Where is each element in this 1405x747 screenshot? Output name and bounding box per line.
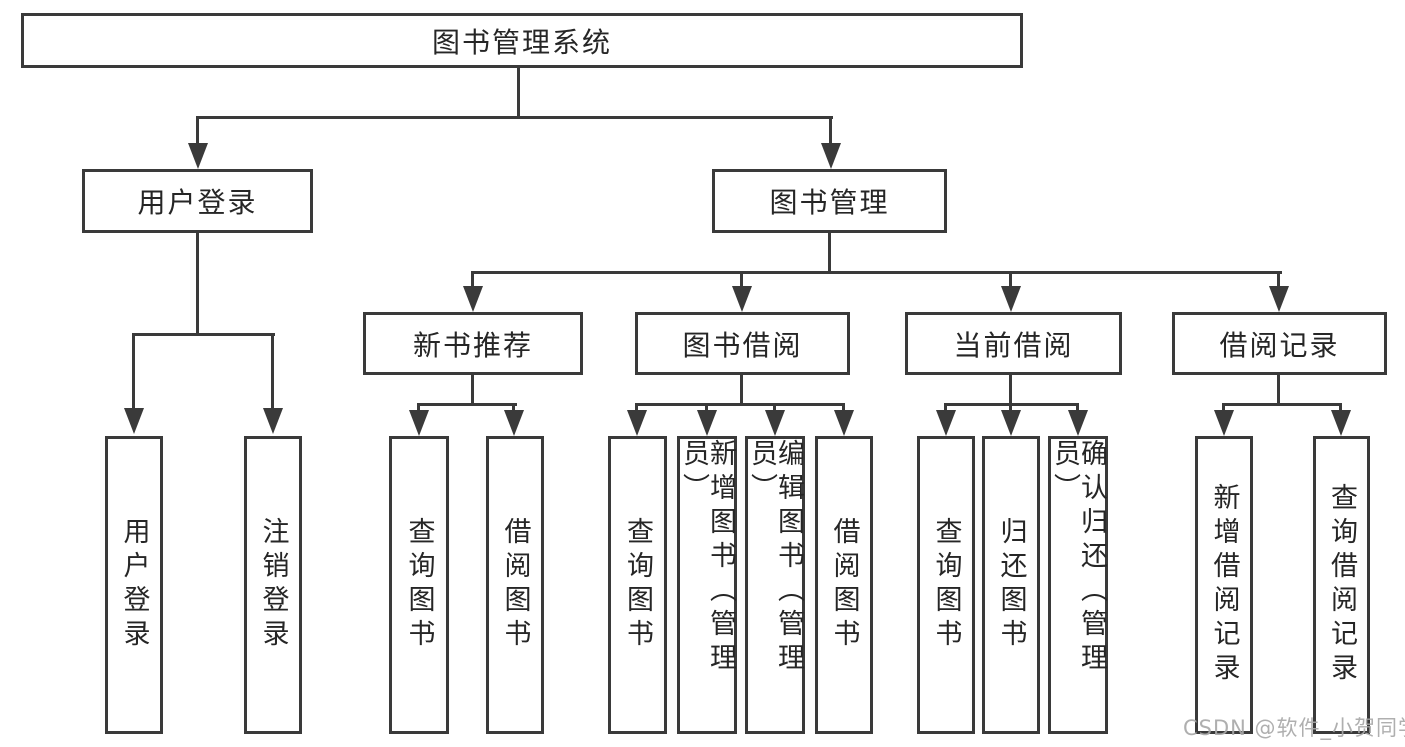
arrowhead-down-icon <box>1331 410 1351 436</box>
connector-borrow-branch-1 <box>635 406 638 412</box>
connector-root-branch-left <box>196 119 199 147</box>
arrowhead-down-icon <box>504 410 524 436</box>
connector-records-rail <box>1222 403 1342 406</box>
node-root-system: 图书管理系统 <box>21 13 1023 68</box>
connector-newbook-branch-1 <box>417 406 420 412</box>
connector-root-stem <box>517 68 520 118</box>
connector-bookmgmt-branch-4 <box>1277 274 1280 288</box>
connector-current-branch-2 <box>1009 406 1012 412</box>
connector-borrow-rail <box>635 403 845 406</box>
leaf-user-login: 用户登录 <box>105 436 163 734</box>
arrowhead-down-icon <box>463 286 483 312</box>
connector-newbook-stem <box>471 375 474 406</box>
arrowhead-down-icon <box>765 410 785 436</box>
arrowhead-down-icon <box>1001 410 1021 436</box>
connector-current-branch-3 <box>1076 406 1079 412</box>
connector-current-branch-1 <box>944 406 947 412</box>
connector-userlogin-rail <box>132 333 275 336</box>
leaf-current-confirm-return-admin: 确认归还（管理员） <box>1048 436 1108 734</box>
leaf-borrow-edit-book-admin: 编辑图书（管理员） <box>745 436 805 734</box>
leaf-borrow-query-book: 查询图书 <box>608 436 667 734</box>
arrowhead-down-icon <box>1214 410 1234 436</box>
connector-records-branch-1 <box>1222 406 1225 412</box>
connector-bookmgmt-branch-3 <box>1009 274 1012 288</box>
arrowhead-down-icon <box>188 143 208 169</box>
arrowhead-down-icon <box>124 408 144 434</box>
arrowhead-down-icon <box>821 143 841 169</box>
node-new-book-recommend: 新书推荐 <box>363 312 583 375</box>
leaf-records-add-record: 新增借阅记录 <box>1195 436 1253 734</box>
arrowhead-down-icon <box>697 410 717 436</box>
connector-newbook-rail <box>417 403 517 406</box>
arrowhead-down-icon <box>936 410 956 436</box>
leaf-current-return-book: 归还图书 <box>982 436 1040 734</box>
node-book-management: 图书管理 <box>712 169 947 233</box>
connector-borrow-branch-3 <box>773 406 776 412</box>
arrowhead-down-icon <box>732 286 752 312</box>
node-user-login: 用户登录 <box>82 169 313 233</box>
connector-current-rail <box>944 403 1079 406</box>
connector-userlogin-branch-1 <box>132 336 135 410</box>
connector-userlogin-stem <box>196 233 199 336</box>
leaf-borrow-borrow-book: 借阅图书 <box>815 436 873 734</box>
leaf-borrow-add-book-admin: 新增图书（管理员） <box>677 436 737 734</box>
connector-root-branch-right <box>829 119 832 147</box>
connector-bookmgmt-rail <box>471 271 1282 274</box>
connector-userlogin-branch-2 <box>271 336 274 410</box>
arrowhead-down-icon <box>263 408 283 434</box>
connector-records-branch-2 <box>1339 406 1342 412</box>
connector-current-stem <box>1009 375 1012 406</box>
arrowhead-down-icon <box>1001 286 1021 312</box>
connector-newbook-branch-2 <box>512 406 515 412</box>
connector-bookmgmt-stem <box>828 233 831 274</box>
arrowhead-down-icon <box>1269 286 1289 312</box>
leaf-newbook-borrow-book: 借阅图书 <box>486 436 544 734</box>
watermark: CSDN @软件_小贺同学 <box>1183 716 1405 740</box>
connector-borrow-stem <box>740 375 743 406</box>
leaf-current-query-book: 查询图书 <box>917 436 975 734</box>
node-current-borrow: 当前借阅 <box>905 312 1122 375</box>
connector-bookmgmt-branch-2 <box>740 274 743 288</box>
arrowhead-down-icon <box>627 410 647 436</box>
connector-bookmgmt-branch-1 <box>471 274 474 288</box>
leaf-records-query-record: 查询借阅记录 <box>1313 436 1370 734</box>
leaf-logout: 注销登录 <box>244 436 302 734</box>
arrowhead-down-icon <box>1068 410 1088 436</box>
connector-records-stem <box>1277 375 1280 406</box>
arrowhead-down-icon <box>834 410 854 436</box>
connector-root-rail <box>196 116 833 119</box>
node-book-borrow: 图书借阅 <box>635 312 850 375</box>
leaf-newbook-query-book: 查询图书 <box>389 436 449 734</box>
arrowhead-down-icon <box>409 410 429 436</box>
connector-borrow-branch-2 <box>705 406 708 412</box>
node-borrow-records: 借阅记录 <box>1172 312 1387 375</box>
connector-borrow-branch-4 <box>842 406 845 412</box>
